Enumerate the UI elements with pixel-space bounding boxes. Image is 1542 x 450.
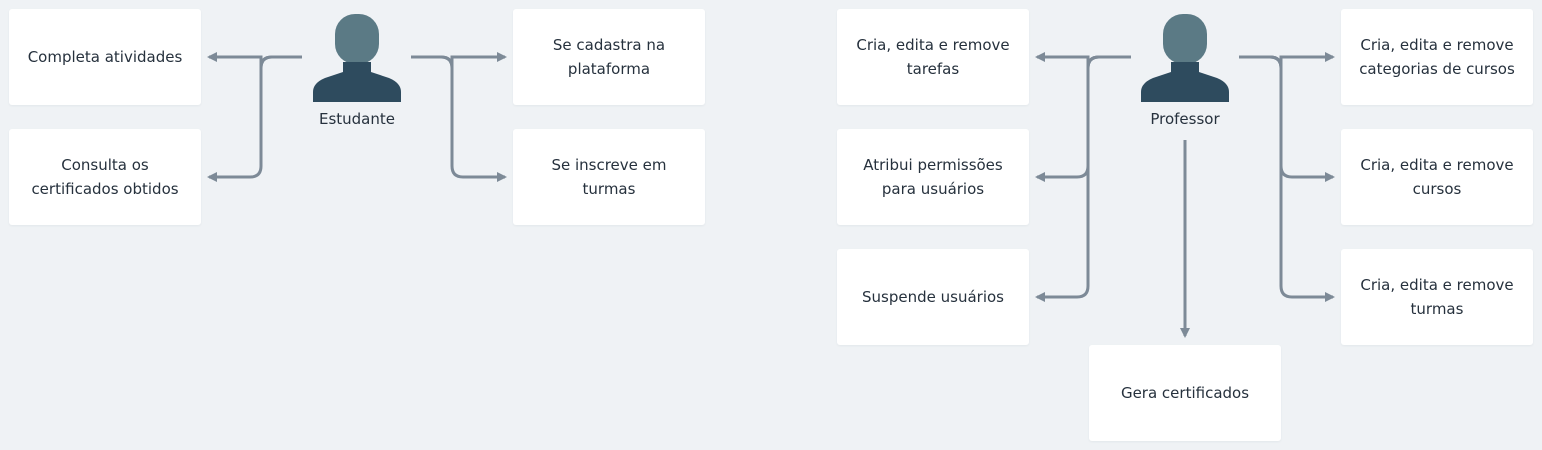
actor-student: Estudante bbox=[297, 0, 417, 130]
actor-teacher: Professor bbox=[1125, 0, 1245, 130]
use-case-label: Gera certificados bbox=[1120, 384, 1250, 402]
user-icon bbox=[1141, 14, 1229, 102]
use-case-manage-tasks: Cria, edita e remove tarefas bbox=[837, 9, 1029, 105]
use-case-enroll: Se inscreve em turmas bbox=[513, 129, 705, 225]
use-case-label: Consulta os certificados obtidos bbox=[31, 156, 179, 198]
use-case-label: Cria, edita e remove cursos bbox=[1360, 156, 1514, 198]
actor-student-label: Estudante bbox=[318, 110, 395, 128]
use-case-label: Cria, edita e remove turmas bbox=[1360, 276, 1514, 318]
connector-student-left-bottom bbox=[207, 55, 302, 182]
use-case-label: Se cadastra na plataforma bbox=[552, 36, 666, 78]
connector-student-left-top bbox=[207, 52, 302, 69]
use-case-label: Cria, edita e remove categorias de curso… bbox=[1359, 36, 1515, 78]
connector-teacher-right-top bbox=[1239, 52, 1335, 69]
use-case-label: Completa atividades bbox=[27, 48, 183, 66]
use-case-label: Atribui permissões para usuários bbox=[863, 156, 1003, 198]
connector-student-right-top bbox=[411, 52, 507, 69]
connector-teacher-right-middle bbox=[1239, 55, 1335, 182]
connector-teacher-left-bottom bbox=[1035, 55, 1131, 302]
use-case-generate-certificates: Gera certificados bbox=[1089, 345, 1281, 441]
use-case-label: Se inscreve em turmas bbox=[551, 156, 667, 198]
use-case-complete-activities: Completa atividades bbox=[9, 9, 201, 105]
use-case-register: Se cadastra na plataforma bbox=[513, 9, 705, 105]
use-case-suspend-users: Suspende usuários bbox=[837, 249, 1029, 345]
connector-student-right-bottom bbox=[411, 55, 507, 182]
actor-teacher-label: Professor bbox=[1150, 110, 1220, 128]
connector-teacher-right-bottom bbox=[1239, 55, 1335, 302]
use-case-label: Suspende usuários bbox=[862, 288, 1004, 306]
user-icon bbox=[313, 14, 401, 102]
connector-teacher-left-middle bbox=[1035, 55, 1131, 182]
use-case-manage-course-categories: Cria, edita e remove categorias de curso… bbox=[1341, 9, 1533, 105]
use-case-manage-classes: Cria, edita e remove turmas bbox=[1341, 249, 1533, 345]
use-case-view-certificates: Consulta os certificados obtidos bbox=[9, 129, 201, 225]
use-case-assign-permissions: Atribui permissões para usuários bbox=[837, 129, 1029, 225]
use-case-manage-courses: Cria, edita e remove cursos bbox=[1341, 129, 1533, 225]
connector-teacher-left-top bbox=[1035, 52, 1131, 69]
use-case-label: Cria, edita e remove tarefas bbox=[856, 36, 1010, 78]
